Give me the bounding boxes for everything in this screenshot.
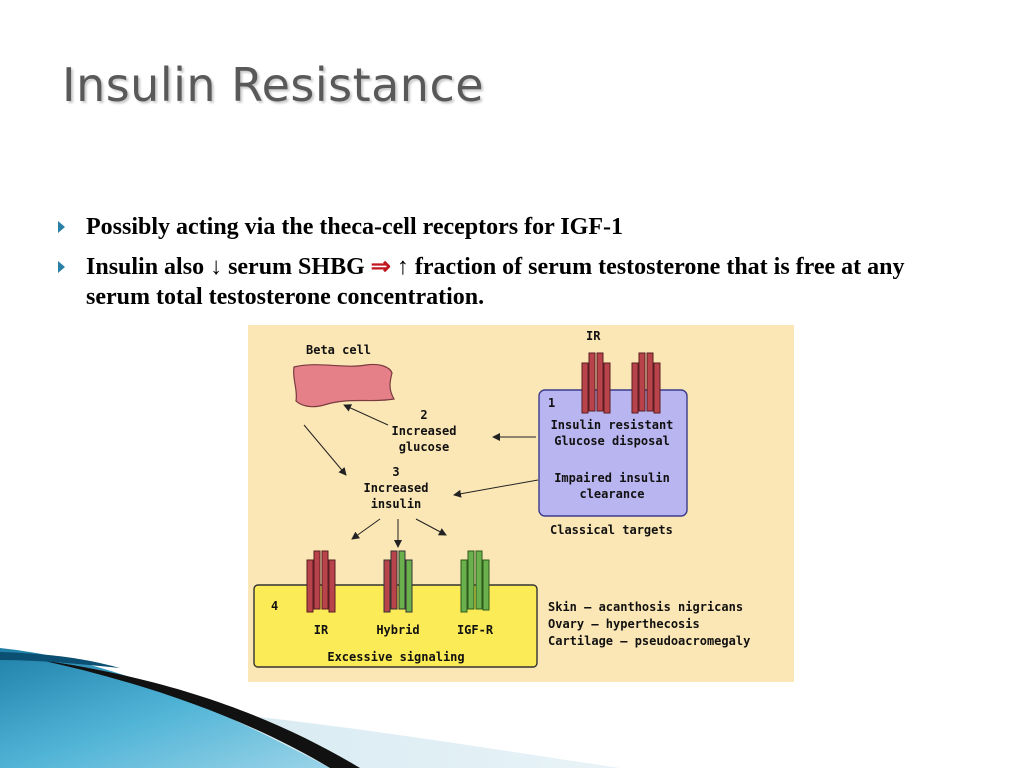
top-ir-receptor-left bbox=[581, 352, 611, 414]
bullet-text-after: ↑ fraction of serum testosterone that is… bbox=[86, 254, 905, 310]
step-4-number: 4 bbox=[271, 599, 279, 613]
beta-cell-label: Beta cell bbox=[306, 343, 372, 357]
hybrid-label: Hybrid bbox=[376, 623, 420, 637]
bullet-item: Insulin also ↓ serum SHBG ⇒ ↑ fraction o… bbox=[58, 252, 958, 312]
ir-top-label: IR bbox=[586, 329, 601, 343]
excessive-signaling-label: Excessive signaling bbox=[327, 650, 465, 664]
step-2-line-1: Increased bbox=[391, 424, 457, 438]
hybrid-receptor bbox=[383, 550, 413, 613]
arrow-insulin-to-igfr bbox=[415, 518, 447, 536]
triangle-bullet-icon bbox=[58, 221, 65, 233]
bullet-list: Possibly acting via the theca-cell recep… bbox=[58, 212, 958, 322]
step-3-line-1: Increased bbox=[363, 481, 429, 495]
effect-cartilage: Cartilage — pseudoacromegaly bbox=[548, 634, 751, 648]
insulin-resistance-diagram: Beta cell IR 1 Insulin resistant Glucose… bbox=[248, 325, 794, 682]
bullet-text-before: Insulin also ↓ serum SHBG bbox=[86, 254, 371, 280]
igf-r-label: IGF-R bbox=[456, 623, 494, 637]
implies-arrow: ⇒ bbox=[370, 254, 391, 280]
step-3-number: 3 bbox=[392, 465, 400, 479]
bottom-ir-receptor bbox=[306, 550, 336, 613]
bullet-text: Possibly acting via the theca-cell recep… bbox=[86, 214, 623, 240]
beta-cell-shape bbox=[292, 363, 395, 408]
step-1-line-2: Glucose disposal bbox=[554, 434, 670, 448]
triangle-bullet-icon bbox=[58, 261, 65, 273]
effect-ovary: Ovary — hyperthecosis bbox=[548, 617, 700, 631]
slide-title: Insulin Resistance bbox=[62, 58, 485, 112]
classical-targets-label: Classical targets bbox=[550, 523, 673, 537]
arrow-classical-to-insulin bbox=[453, 479, 539, 498]
step-1-line-1: Insulin resistant bbox=[550, 418, 674, 432]
classical-targets-box bbox=[538, 389, 688, 517]
effect-skin: Skin — acanthosis nigricans bbox=[548, 600, 744, 614]
top-ir-receptor-right bbox=[631, 352, 661, 414]
bullet-item: Possibly acting via the theca-cell recep… bbox=[58, 212, 958, 242]
step-1-number: 1 bbox=[548, 396, 556, 410]
step-2-number: 2 bbox=[420, 408, 428, 422]
arrow-glucose-to-beta bbox=[343, 404, 389, 426]
step-2-line-2: glucose bbox=[398, 440, 450, 454]
igf-r-receptor bbox=[460, 550, 490, 613]
step-3-line-2: insulin bbox=[370, 497, 422, 511]
arrow-beta-to-insulin bbox=[303, 424, 347, 476]
arrow-insulin-to-ir bbox=[351, 518, 381, 540]
step-1-line-3: Impaired insulin bbox=[554, 471, 670, 485]
ir-bottom-label: IR bbox=[313, 623, 329, 637]
step-1-line-4: clearance bbox=[579, 487, 645, 501]
diagram-graphics bbox=[253, 352, 688, 668]
